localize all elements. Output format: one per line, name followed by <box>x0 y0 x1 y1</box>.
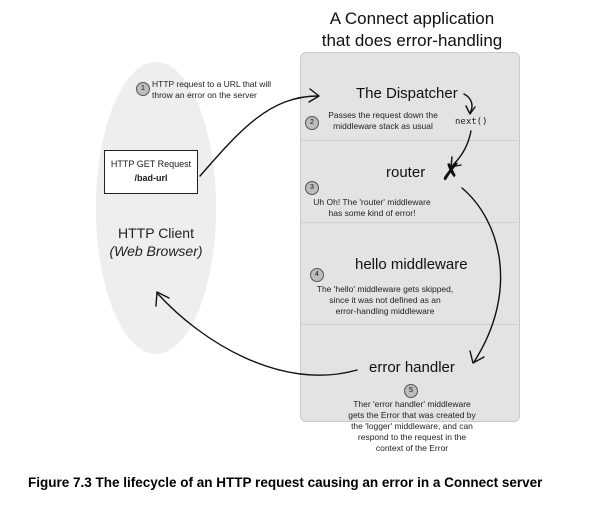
arrow-dispatcher-curl-head <box>465 105 476 115</box>
step-4-note-line3: error-handling middleware <box>335 306 435 316</box>
step-5-note-line2: gets the Error that was created by <box>348 410 476 420</box>
hello-middleware-title: hello middleware <box>355 256 468 273</box>
step-2-note-line2: middleware stack as usual <box>333 121 433 131</box>
router-title: router <box>386 164 426 181</box>
stack-divider-3 <box>301 324 517 325</box>
step-2-note-line1: Passes the request down the <box>328 110 438 120</box>
arrow-request-to-dispatcher-head <box>308 88 320 103</box>
step-2-note: Passes the request down the middleware s… <box>318 110 448 132</box>
arrow-router-to-error-handler <box>461 187 502 363</box>
arrow-next-to-router <box>451 130 472 167</box>
step-5-note-line3: the 'logger' middleware, and can <box>351 421 473 431</box>
http-request-box: HTTP GET Request /bad-url <box>104 150 198 194</box>
middleware-stack-panel <box>300 52 520 422</box>
next-label: next() <box>455 117 488 127</box>
step-4-note-line1: The 'hello' middleware gets skipped, <box>316 284 454 294</box>
step-1-note: HTTP request to a URL that will throw an… <box>152 79 302 101</box>
http-client-label-line2: (Web Browser) <box>109 243 203 259</box>
step-5-note-line4: respond to the request in the <box>357 432 467 442</box>
step-1-note-line2: throw an error on the server <box>152 90 257 100</box>
step-5-note-line1: Ther 'error handler' middleware <box>353 399 471 409</box>
http-request-box-line1: HTTP GET Request <box>110 159 192 169</box>
http-client-label-line1: HTTP Client <box>118 225 194 241</box>
stack-divider-1 <box>301 140 517 141</box>
error-handler-title: error handler <box>369 359 455 376</box>
step-3-note: Uh Oh! The 'router' middleware has some … <box>302 197 442 219</box>
http-request-box-line2: /bad-url <box>134 173 168 183</box>
step-3-note-line2: has some kind of error! <box>328 208 416 218</box>
arrow-request-to-dispatcher <box>199 95 319 177</box>
diagram-title-line1: A Connect application <box>329 9 495 28</box>
step-4-number: 4 <box>310 268 324 282</box>
http-client-label: HTTP Client (Web Browser) <box>96 224 216 260</box>
diagram-title: A Connect application that does error-ha… <box>300 8 524 52</box>
arrow-router-to-error-handler-head <box>469 350 485 364</box>
stack-divider-2 <box>301 222 517 223</box>
figure-caption: Figure 7.3 The lifecycle of an HTTP requ… <box>28 475 543 490</box>
step-2-number: 2 <box>305 116 319 130</box>
arrow-dispatcher-curl <box>463 93 473 114</box>
step-5-note: Ther 'error handler' middleware gets the… <box>332 399 492 454</box>
step-1-number: 1 <box>136 82 150 96</box>
step-4-note: The 'hello' middleware gets skipped, sin… <box>300 284 470 317</box>
step-4-note-line2: since it was not defined as an <box>329 295 441 305</box>
arrow-error-handler-to-client <box>157 293 358 376</box>
step-1-note-line1: HTTP request to a URL that will <box>152 79 272 89</box>
diagram-title-line2: that does error-handling <box>321 31 503 50</box>
step-5-note-line5: context of the Error <box>375 443 449 453</box>
step-3-note-line1: Uh Oh! The 'router' middleware <box>313 197 431 207</box>
step-3-number: 3 <box>305 181 319 195</box>
arrow-error-handler-to-client-head <box>155 291 170 307</box>
dispatcher-title: The Dispatcher <box>356 85 458 102</box>
arrow-next-to-router-head <box>450 156 462 168</box>
step-5-number: 5 <box>404 384 418 398</box>
